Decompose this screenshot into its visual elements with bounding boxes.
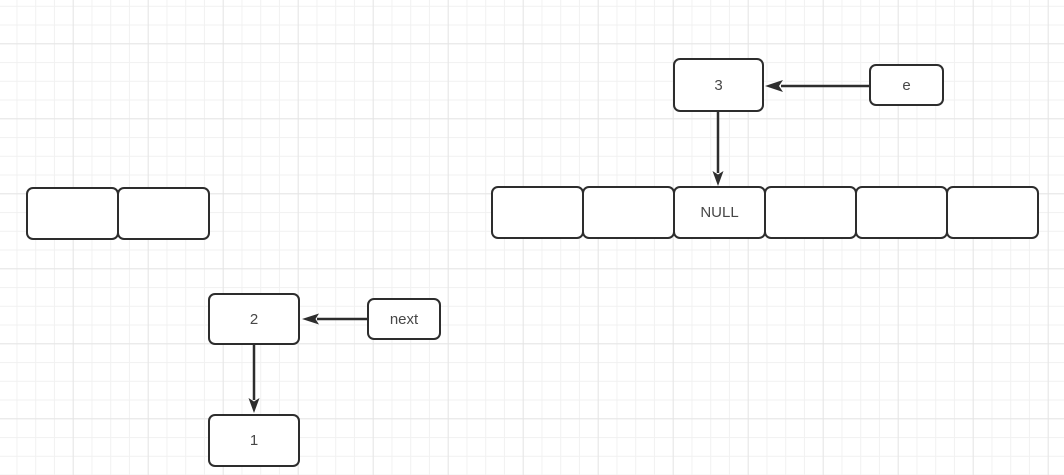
array-left-cell-1[interactable] <box>26 187 119 240</box>
arrow-e-to-3[interactable] <box>765 80 869 92</box>
pointer-next-box[interactable]: next <box>367 298 441 340</box>
arrow-3-to-null[interactable] <box>712 112 724 186</box>
array-right-cell-1[interactable] <box>491 186 584 239</box>
array-right-cell-5[interactable] <box>855 186 948 239</box>
array-right-cell-null[interactable]: NULL <box>673 186 766 239</box>
array-left <box>26 187 210 240</box>
node-2[interactable]: 2 <box>208 293 300 345</box>
array-left-cell-2[interactable] <box>117 187 210 240</box>
arrow-2-to-1[interactable] <box>248 345 260 413</box>
array-right-cell-6[interactable] <box>946 186 1039 239</box>
node-1[interactable]: 1 <box>208 414 300 467</box>
array-right-cell-2[interactable] <box>582 186 675 239</box>
node-3[interactable]: 3 <box>673 58 764 112</box>
arrow-next-to-2[interactable] <box>302 313 367 325</box>
array-right: NULL <box>491 186 1039 239</box>
array-right-cell-4[interactable] <box>764 186 857 239</box>
pointer-e-box[interactable]: e <box>869 64 944 106</box>
